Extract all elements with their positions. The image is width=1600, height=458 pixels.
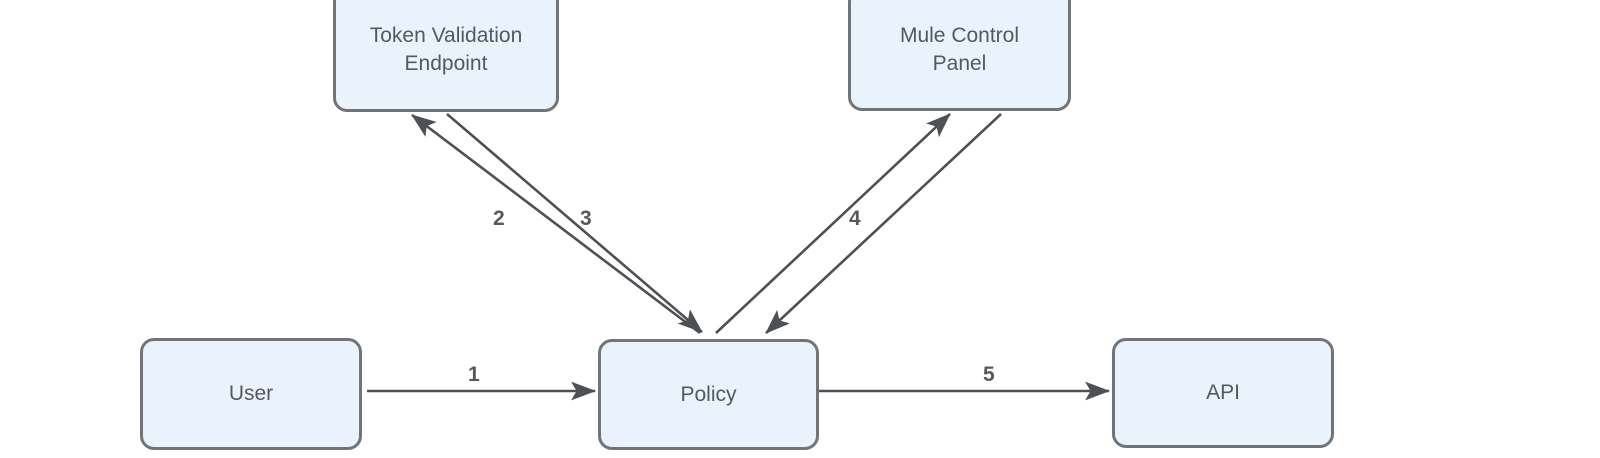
edge-label-4: 4 xyxy=(849,207,861,230)
node-label: Token Validation Endpoint xyxy=(369,24,523,75)
edge-mule-to-policy xyxy=(765,113,1002,334)
node-policy[interactable]: Policy xyxy=(598,339,819,450)
edge-label-1: 1 xyxy=(468,363,480,386)
edge-2-policy-to-token xyxy=(411,113,701,335)
node-api[interactable]: API xyxy=(1112,338,1334,448)
node-user[interactable]: User xyxy=(140,338,362,450)
node-label: Mule Control Panel xyxy=(899,23,1020,75)
edge-label-3: 3 xyxy=(580,207,592,230)
node-label: API xyxy=(1206,381,1240,404)
node-token-validation-endpoint[interactable]: Token Validation Endpoint xyxy=(333,0,559,112)
node-label: User xyxy=(228,382,274,405)
edge-3-token-to-policy xyxy=(446,113,703,333)
edge-4-policy-to-mule xyxy=(715,113,951,334)
node-mule-control-panel[interactable]: Mule Control Panel xyxy=(848,0,1071,111)
edge-label-2: 2 xyxy=(493,207,505,230)
node-label: Policy xyxy=(680,382,737,406)
edge-label-5: 5 xyxy=(983,363,995,386)
